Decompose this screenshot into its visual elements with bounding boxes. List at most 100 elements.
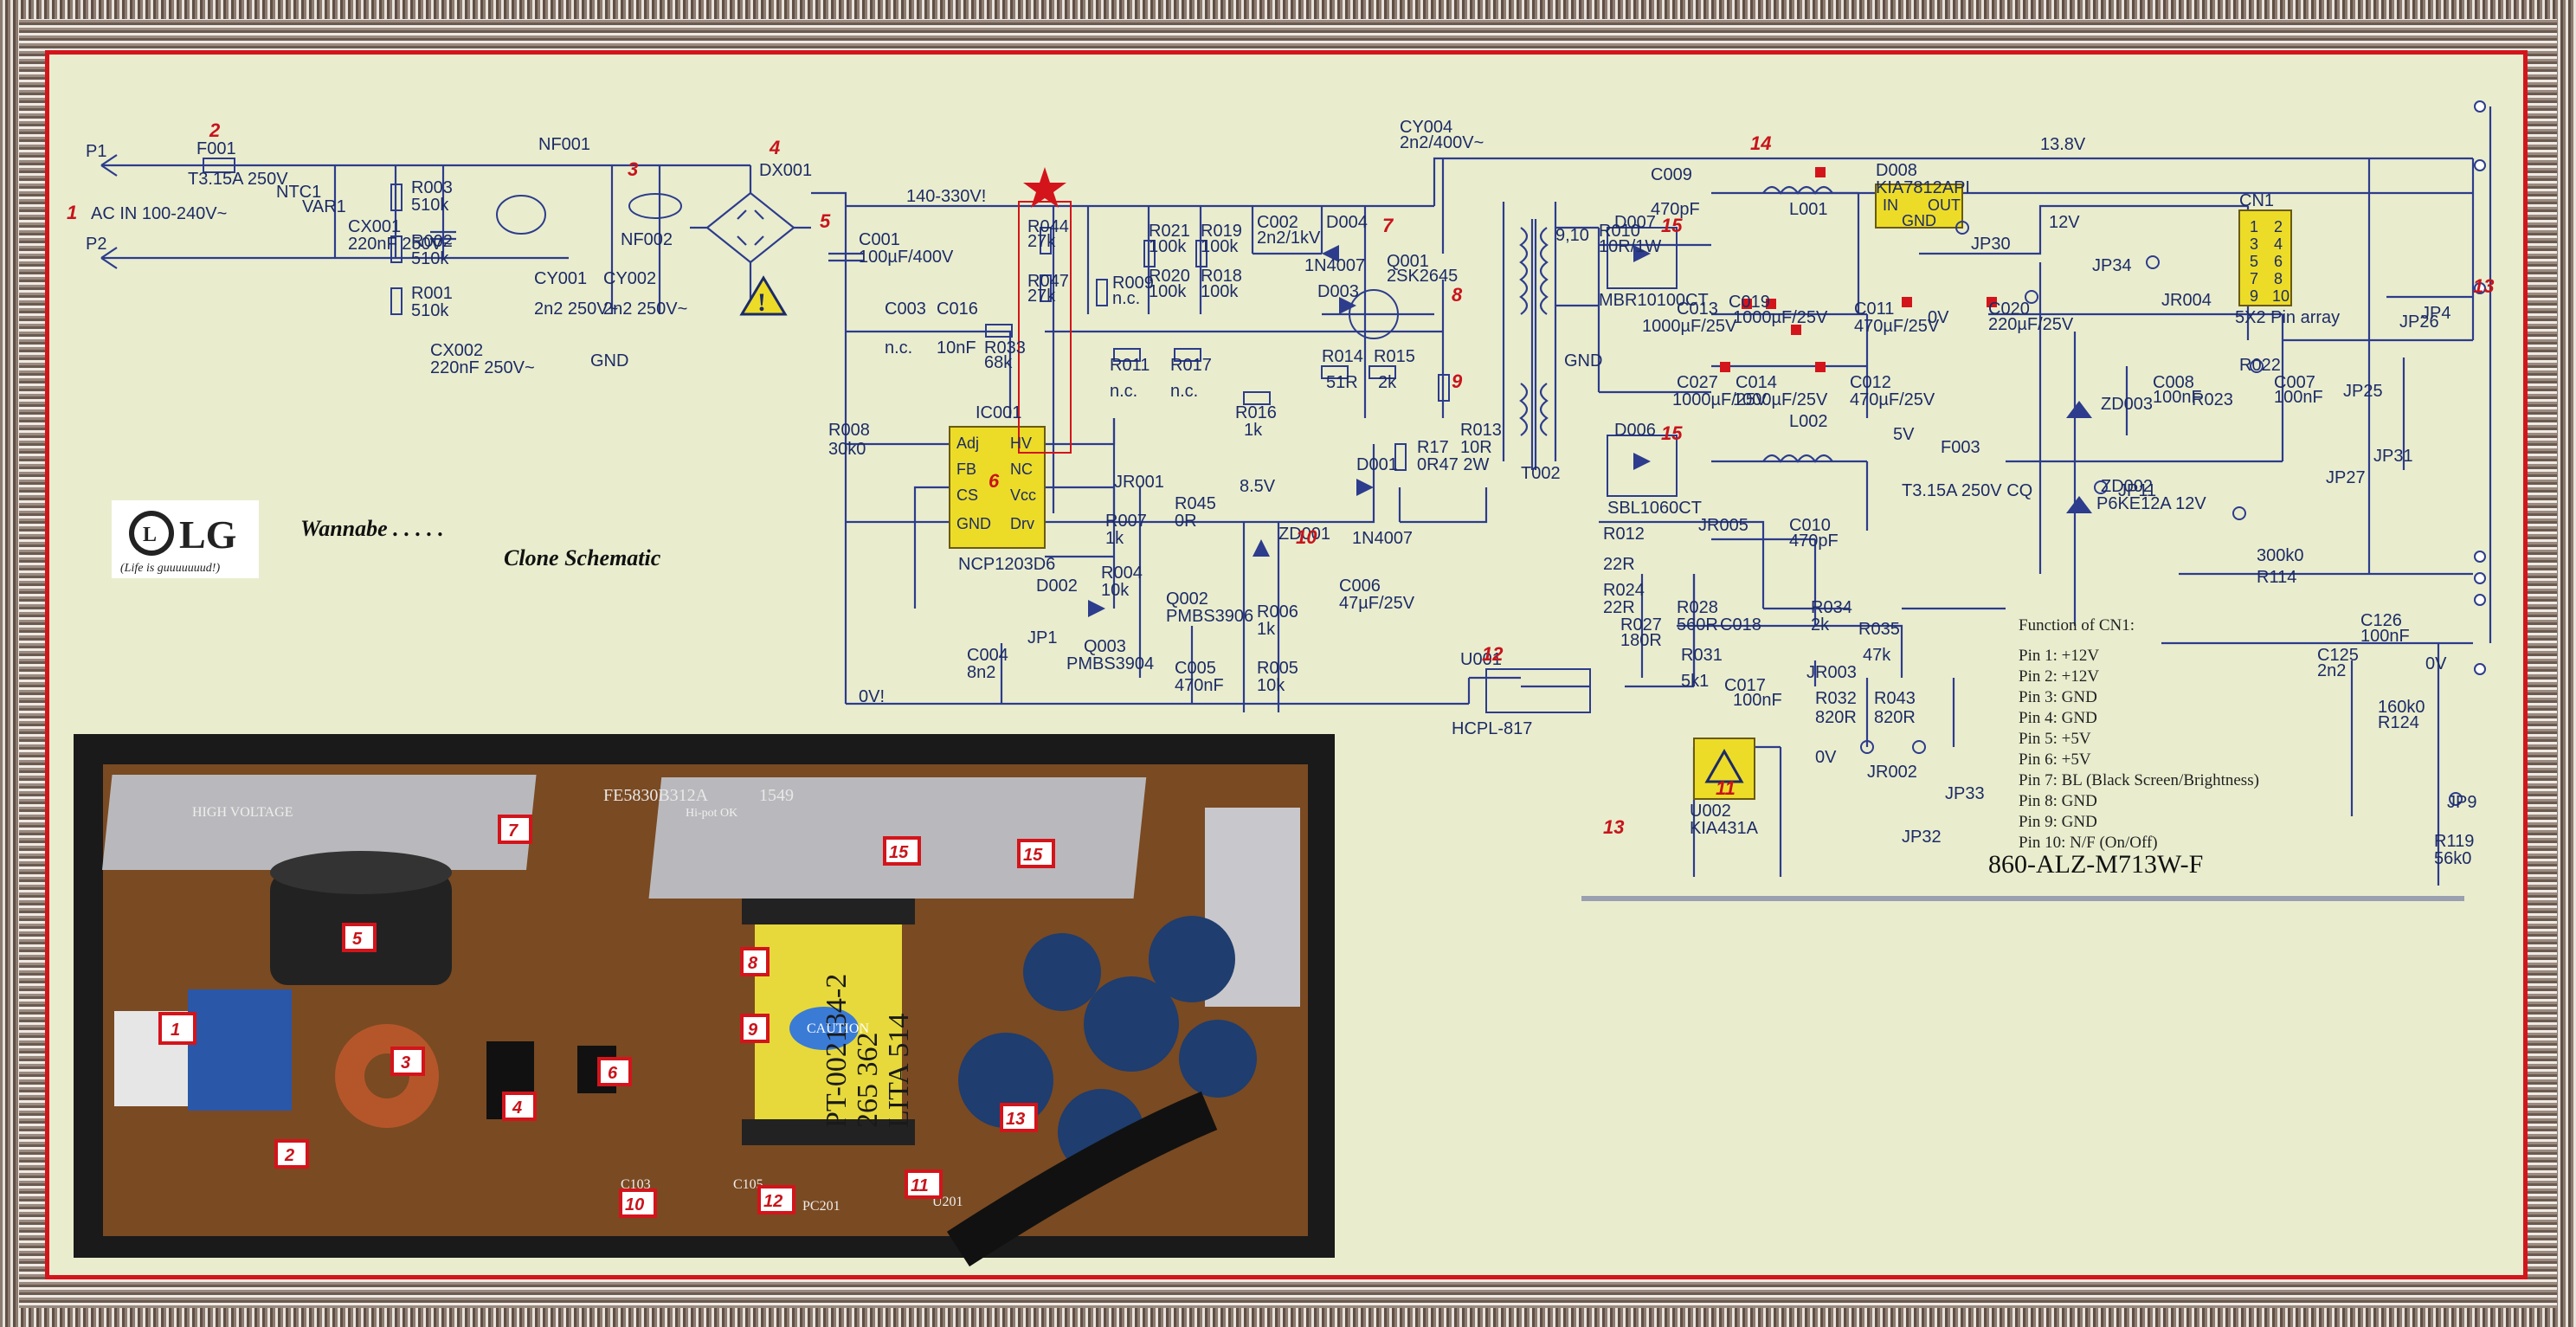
photo-tag-text: 5	[352, 930, 363, 949]
label-c005: C005	[1175, 659, 1216, 678]
value-q001: 2SK2645	[1387, 267, 1458, 286]
label-jp9: JP9	[2447, 793, 2476, 812]
label-c012: C012	[1850, 373, 1891, 392]
label-gnd-2: GND	[1564, 351, 1602, 370]
label-jp25: JP25	[2343, 382, 2383, 401]
d008-pin-out: OUT	[1928, 196, 1961, 214]
pcb-text: C103	[621, 1177, 651, 1192]
value-u001: HCPL-817	[1452, 719, 1532, 738]
label-c002: C002	[1257, 213, 1298, 232]
photo-tag: 9	[740, 1014, 770, 1043]
cn1-pin-7: 7	[2250, 270, 2258, 287]
labels: P1 P2 AC IN 100-240V~ F001 T3.15A 250V N…	[86, 118, 2476, 868]
value-d007: MBR10100CT	[1599, 291, 1709, 310]
pcb-text: LITA 514	[883, 1014, 915, 1128]
value-cx001: 220nF 250V~	[348, 235, 453, 254]
lg-logo-mark: L	[143, 524, 157, 546]
value-d008: KIA7812API	[1876, 178, 1970, 197]
label-cn1: CN1	[2239, 191, 2274, 210]
label-cx001: CX001	[348, 217, 401, 236]
value-r004: 10k	[1101, 581, 1130, 600]
value-q002: PMBS3906	[1166, 607, 1253, 626]
ic001-chip	[949, 426, 1046, 549]
u002-chip	[1693, 738, 1755, 800]
cn1-pin-3: 3	[2250, 235, 2258, 253]
value-r008: 30k0	[828, 440, 866, 459]
marker-2: 2	[209, 119, 221, 141]
label-r031: R031	[1681, 646, 1723, 665]
photo-tag: 1	[158, 1012, 196, 1045]
value-r011: n.c.	[1110, 382, 1137, 401]
label-c003: C003	[885, 300, 926, 319]
marker-9: 9	[1452, 370, 1463, 392]
label-q002: Q002	[1166, 589, 1208, 609]
label-c126: C126	[2360, 611, 2402, 630]
label-12v: 12V	[2049, 213, 2080, 232]
label-jr003: JR003	[1806, 663, 1857, 682]
label-jp26: JP26	[2399, 312, 2439, 332]
value-c011: 470µF/25V	[1854, 317, 1940, 336]
label-r017: R017	[1170, 356, 1212, 375]
marker-6: 6	[989, 470, 1000, 492]
label-cy002: CY002	[603, 269, 656, 288]
marker-13-bottom: 13	[1603, 816, 1624, 838]
photo-tag: 10	[619, 1189, 657, 1218]
label-jr005: JR005	[1698, 516, 1748, 535]
label-d002: D002	[1036, 577, 1078, 596]
label-r044: R044	[1027, 217, 1069, 236]
ic001-pin-drv: Drv	[1010, 515, 1034, 532]
marker-15-top: 15	[1661, 215, 1683, 236]
label-c011: C011	[1854, 300, 1894, 319]
label-r004: R004	[1101, 564, 1143, 583]
label-c027: C027	[1677, 373, 1718, 392]
caption-clone: Clone Schematic	[504, 545, 661, 570]
marker-12: 12	[1482, 643, 1504, 665]
label-dx001: DX001	[759, 161, 812, 180]
value-r012: 22R	[1603, 555, 1635, 574]
photo-tag: 6	[597, 1057, 632, 1086]
value-c010: 470pF	[1789, 531, 1839, 551]
photo-tag-text: 12	[763, 1192, 782, 1211]
value-c017: 100nF	[1733, 691, 1782, 710]
value-d006: SBL1060CT	[1607, 499, 1702, 518]
label-140-330v: 140-330V!	[906, 187, 986, 206]
label-f003: F003	[1941, 438, 1980, 457]
pcb-text: FE5830B312A	[603, 786, 709, 805]
ic001-pin-hv: HV	[1010, 435, 1032, 452]
schematic-board: !	[45, 50, 2528, 1279]
label-r043: R043	[1874, 689, 1916, 708]
label-jp4: JP4	[2421, 304, 2450, 323]
schematic-svg: !	[67, 100, 2494, 1267]
value-c007: 100nF	[2274, 388, 2323, 407]
cn1-function-line: Pin 3: GND	[2019, 688, 2097, 706]
label-c016: C016	[937, 300, 978, 319]
value-r033: 68k	[984, 353, 1013, 372]
marker-numbers: 1 2 3 4 5 6 7 8 9 10 11 12 13 13 14 15 1…	[67, 119, 2494, 838]
value-zd002: P6KE12A 12V	[2096, 494, 2206, 513]
pcb-text: CAUTION	[807, 1021, 869, 1036]
value-cn1: 5X2 Pin array	[2235, 308, 2340, 327]
value-d004: 1N4007	[1304, 256, 1365, 275]
value-r001: 510k	[411, 301, 449, 320]
photo-tag: 15	[883, 836, 921, 866]
label-r021: R021	[1149, 222, 1190, 241]
value-r018: 100k	[1201, 282, 1239, 301]
value-r119: 56k0	[2434, 849, 2471, 868]
marker-8: 8	[1452, 284, 1463, 306]
cn1-function-line: Pin 6: +5V	[2019, 750, 2091, 769]
value-r044: 27k	[1027, 232, 1056, 251]
value-r020: 100k	[1149, 282, 1187, 301]
value-r007: 1k	[1105, 529, 1124, 548]
model-number: 860-ALZ-M713W-F	[1988, 850, 2203, 879]
value-d001: 1N4007	[1352, 529, 1413, 548]
label-r119: R119	[2434, 832, 2474, 851]
label-c013: C013	[1677, 300, 1718, 319]
pcb-text: 1549	[759, 786, 794, 805]
photo-tag: 13	[1000, 1103, 1038, 1132]
ic001-pin-nc: NC	[1010, 461, 1033, 478]
photo-tag-text: 8	[748, 954, 758, 973]
cn1-function-line: Pin 2: +12V	[2019, 667, 2099, 686]
value-r017: n.c.	[1170, 382, 1198, 401]
value-r014: 51R	[1326, 373, 1358, 392]
label-r045: R045	[1175, 494, 1216, 513]
